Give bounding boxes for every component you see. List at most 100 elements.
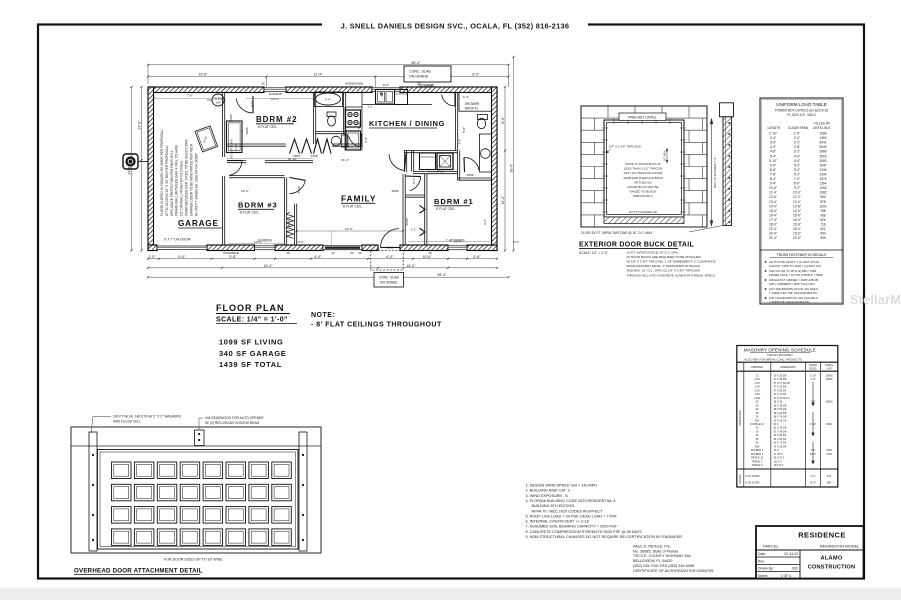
svg-text:34'-8": 34'-8" [127,165,131,175]
svg-text:6'-10": 6'-10" [426,84,434,88]
svg-text:14'-0": 14'-0" [769,204,777,208]
svg-text:19'-4": 19'-4" [769,227,777,231]
svg-text:UNO AS OR "S" MTH (4) MB = 745: UNO AS OR "S" MTH (4) MB = 745# [769,269,817,273]
svg-text:W/ 1/4" X 3-3/4" TAPCONS, 1-1/: W/ 1/4" X 3-3/4" TAPCONS, 1-1/4" EMBEDME… [627,260,716,264]
svg-text:3 X 30: 3 X 30 [234,143,238,151]
svg-text:1AA: 1AA [216,101,221,105]
svg-text:9'-2": 9'-2" [794,186,800,190]
svg-text:1 N2: 1 N2 [754,378,760,381]
svg-text:SCALE: 1/4" = 1'-0": SCALE: 1/4" = 1'-0" [216,317,288,324]
svg-text:APPLIANCE PROTECTION PER FBCR: APPLIANCE PROTECTION PER FBCR 303.4 [170,150,174,216]
svg-text:1262: 1262 [819,186,826,190]
svg-text:OPENING: OPENING [751,365,763,369]
svg-text:RESIDENCE: RESIDENCE [798,531,846,540]
svg-text:11'-2": 11'-2" [793,195,801,199]
svg-text:2468: 2468 [297,186,301,193]
svg-text:KITCHEN / DINING: KITCHEN / DINING [369,119,445,128]
svg-text:StellarMLS: StellarMLS [850,293,901,307]
svg-text:17'-4": 17'-4" [769,218,777,222]
svg-text:140 37 2: 140 37 2 [774,464,784,467]
svg-text:26: 26 [417,82,421,86]
svg-text:BDRM #2: BDRM #2 [256,115,297,124]
svg-text:621: 621 [820,227,826,231]
svg-text:55'-4": 55'-4" [411,61,421,65]
svg-text:SINGLE PLT GIRDER = 2MP HUB 2B: SINGLE PLT GIRDER = 2MP HUB 2B [769,278,818,282]
svg-text:(DOOR BUCK MAY BE: (DOOR BUCK MAY BE [627,185,658,189]
svg-text:2'-8": 2'-8" [794,145,800,149]
svg-text:PARCEL: PARCEL [763,544,779,549]
svg-text:1463: 1463 [819,136,826,140]
svg-text:13'-4": 13'-4" [769,200,777,204]
svg-text:509: 509 [820,236,826,240]
svg-text:62 X 62 3/4: 62 X 62 3/4 [774,438,787,441]
svg-text:5'-8": 5'-8" [229,255,237,259]
svg-text:(352) 245-7041 FAX (352) 245 5: (352) 245-7041 FAX (352) 245 5458 [633,564,694,568]
svg-text:DOUBLE 3: DOUBLE 3 [751,453,764,456]
svg-text:LENGTH: LENGTH [768,126,782,130]
svg-text:1. DESIGN WIND SPEED Vult = 13: 1. DESIGN WIND SPEED Vult = 130 MPH [526,484,598,488]
svg-text:NOTE: IF DOOR BUCK IS: NOTE: IF DOOR BUCK IS [625,162,660,166]
svg-text:1089: 1089 [819,132,826,136]
svg-text:19'-8": 19'-8" [198,73,208,77]
svg-text:FLOOR PLAN: FLOOR PLAN [216,303,285,313]
svg-text:25: 25 [756,412,759,415]
svg-text:3'-6": 3'-6" [770,141,776,145]
svg-text:10'-0": 10'-0" [254,240,262,244]
svg-text:1676: 1676 [819,177,826,181]
svg-text:1439 SF TOTAL: 1439 SF TOTAL [219,360,282,369]
svg-text:30 X 26 3/8: 30 X 26 3/8 [774,375,787,378]
svg-text:2503: 2503 [819,154,826,158]
svg-text:NAILED TO BLOCK: NAILED TO BLOCK [630,190,657,194]
svg-text:11'-4": 11'-4" [314,73,324,77]
svg-text:2868: 2868 [392,189,399,193]
svg-text:4'-0": 4'-0" [250,101,254,107]
svg-text:24'-8": 24'-8" [137,120,141,130]
svg-text:FROM MASONRY EDGE, 2" FROM END: FROM MASONRY EDGE, 2" FROM ENDS OF BUCKS [627,264,700,268]
svg-text:W/ 2X6 PT JAMBS EA. SIDE OF OH: W/ 2X6 PT JAMBS EA. SIDE OF OH DOOR [194,153,198,216]
svg-text:NOT TO EXCEED 40': NOT TO EXCEED 40' [629,210,657,214]
svg-text:1'-6": 1'-6" [794,132,800,136]
svg-text:8'-0": 8'-0" [513,240,519,244]
svg-text:2468: 2468 [293,154,300,158]
svg-text:26: 26 [286,251,290,255]
svg-text:11'-4": 11'-4" [769,191,777,195]
svg-text:5'-4": 5'-4" [325,98,331,102]
svg-text:MASONRY OPENING SCHEDULE: MASONRY OPENING SCHEDULE [744,347,816,352]
svg-text:FOR DOOR SIZES UP TO 18' WIDE: FOR DOOR SIZES UP TO 18' WIDE [164,558,223,562]
svg-text:2547: 2547 [819,163,826,167]
svg-text:62 X 74 3/4: 62 X 74 3/4 [774,442,787,445]
svg-text:13'-2": 13'-2" [501,195,505,205]
svg-text:3068: 3068 [387,246,394,250]
svg-text:2868: 2868 [245,127,249,134]
svg-text:- 8' FLAT CEILINGS THROUGHOUT: - 8' FLAT CEILINGS THROUGHOUT [311,322,442,329]
svg-text:1099 SF LIVING: 1099 SF LIVING [219,338,283,347]
svg-text:21'-4": 21'-4" [769,236,777,240]
svg-text:DOUBLE 12: DOUBLE 12 [750,423,764,426]
svg-text:15'-4": 15'-4" [769,209,777,213]
svg-text:716: 716 [820,223,826,227]
svg-text:2x6 DEADWOOD FOR AUTO OPENER: 2x6 DEADWOOD FOR AUTO OPENER [205,416,264,420]
svg-text:20'-0": 20'-0" [793,236,801,240]
svg-text:FGT HOLDDOWN W/ (32) 10d NAILS: FGT HOLDDOWN W/ (32) 10d NAILS [769,296,818,300]
svg-text:NFPA 70 / NEC 2020 CODES IN EF: NFPA 70 / NEC 2020 CODES IN EFFECT [532,509,604,513]
svg-text:8'-0": 8'-0" [383,83,389,87]
svg-text:788: 788 [820,209,826,213]
svg-text:EXTERIOR DOOR BUCK DETAIL: EXTERIOR DOOR BUCK DETAIL [579,241,695,248]
svg-text:5068: 5068 [405,218,409,225]
svg-text:REQD: REQD [809,367,816,370]
svg-text:30'-10": 30'-10" [288,157,298,161]
svg-text:2. BUILDING RISK CAT. 2: 2. BUILDING RISK CAT. 2 [526,489,570,493]
svg-text:2'-0": 2'-0" [794,136,800,140]
svg-text:60 X: 60 X [774,423,779,426]
svg-text:16'-4": 16'-4" [769,213,777,217]
svg-text:8' FLAT CEIL.: 8' FLAT CEIL. [436,207,456,211]
svg-text:26: 26 [350,251,354,255]
svg-text:26: 26 [261,82,265,86]
svg-text:38 X 62 3/8: 38 X 62 3/8 [774,412,787,415]
svg-text:LINTEL: LINTEL [809,364,818,367]
svg-text:4'-0": 4'-0" [794,154,800,158]
svg-text:HGT HOLDDOWN W/ (16) 10d NAILS: HGT HOLDDOWN W/ (16) 10d NAILS [769,287,818,291]
svg-text:ATTIC: ATTIC [202,135,208,143]
svg-text:36'-0": 36'-0" [509,163,513,173]
svg-text:FRAME COOL = PCTAT 2/18 BLK =: FRAME COOL = PCTAT 2/18 BLK = 584# [769,273,823,277]
